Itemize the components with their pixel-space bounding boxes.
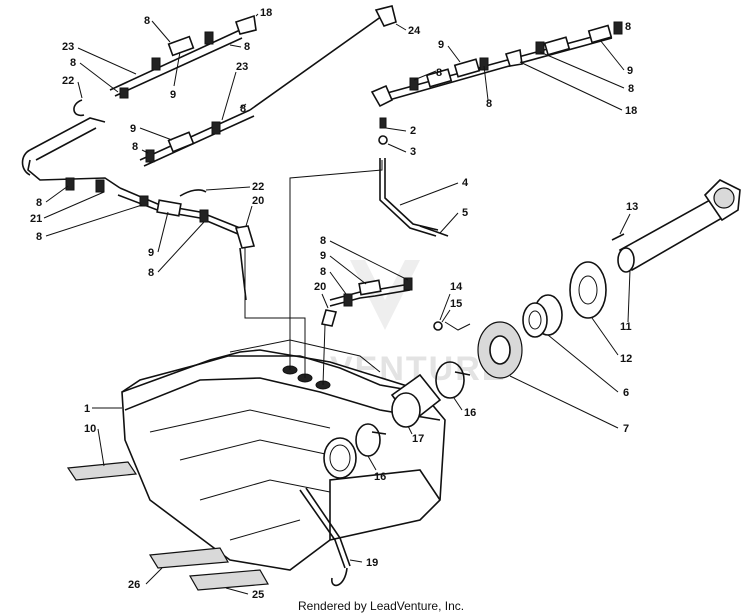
callout-labels: 1 2 3 4 5 6 7 8 8 8 8 8 8 8 8 8 8 8 8	[30, 7, 638, 601]
footer-credit: Rendered by LeadVenture, Inc.	[298, 599, 464, 613]
callout-10: 10	[84, 423, 96, 435]
callout-16a: 16	[464, 407, 476, 419]
callout-24: 24	[408, 25, 421, 37]
callout-9e: 9	[148, 247, 154, 259]
right-vent-line-assembly	[370, 21, 623, 237]
callout-8c: 8	[70, 57, 76, 69]
callout-8m: 8	[628, 83, 634, 95]
callout-9a: 9	[438, 39, 444, 51]
callout-22b: 22	[252, 181, 264, 193]
callout-8k: 8	[436, 67, 442, 79]
fuel-tank	[121, 339, 446, 571]
tank-strap	[299, 487, 351, 587]
callout-8i: 8	[320, 235, 326, 247]
callout-16b: 16	[374, 471, 386, 483]
callout-23a: 23	[62, 41, 74, 53]
left-fuel-line-assembly	[21, 5, 413, 327]
callout-15: 15	[450, 298, 462, 310]
callout-19: 19	[366, 557, 378, 569]
callout-11: 11	[620, 321, 632, 333]
callout-7: 7	[623, 423, 629, 435]
callout-13: 13	[626, 201, 638, 213]
callout-6: 6	[623, 387, 629, 399]
callout-9d: 9	[130, 123, 136, 135]
callout-2: 2	[410, 125, 416, 137]
leader-lines	[244, 160, 383, 386]
callout-22a: 22	[62, 75, 74, 87]
callout-25: 25	[252, 589, 264, 601]
callout-4: 4	[462, 177, 469, 189]
callout-8f: 8	[36, 197, 42, 209]
callout-12: 12	[620, 353, 632, 365]
callout-26: 26	[128, 579, 140, 591]
callout-9b: 9	[627, 65, 633, 77]
callout-8a: 8	[144, 15, 150, 27]
callout-18a: 18	[260, 7, 272, 19]
callout-8g: 8	[36, 231, 42, 243]
callout-1: 1	[84, 403, 90, 415]
callout-9c: 9	[170, 89, 176, 101]
callout-8l: 8	[486, 98, 492, 110]
tank-pads	[66, 461, 269, 591]
callout-9f: 9	[320, 250, 326, 262]
watermark-logo: VENTURE	[330, 260, 504, 388]
callout-18b: 18	[625, 105, 637, 117]
callout-8h: 8	[148, 267, 154, 279]
callout-8n: 8	[625, 21, 631, 33]
callout-8j: 8	[320, 266, 326, 278]
callout-17: 17	[412, 433, 424, 445]
callout-8b: 8	[244, 41, 250, 53]
callout-8e: 8	[132, 141, 138, 153]
callout-23b: 23	[236, 61, 248, 73]
callout-5: 5	[462, 207, 468, 219]
callout-3: 3	[410, 146, 416, 158]
callout-8d: 8	[240, 103, 246, 115]
callout-14: 14	[450, 281, 463, 293]
callout-21: 21	[30, 213, 42, 225]
callout-20a: 20	[252, 195, 264, 207]
filler-neck-assembly	[355, 179, 741, 457]
callout-20b: 20	[314, 281, 326, 293]
